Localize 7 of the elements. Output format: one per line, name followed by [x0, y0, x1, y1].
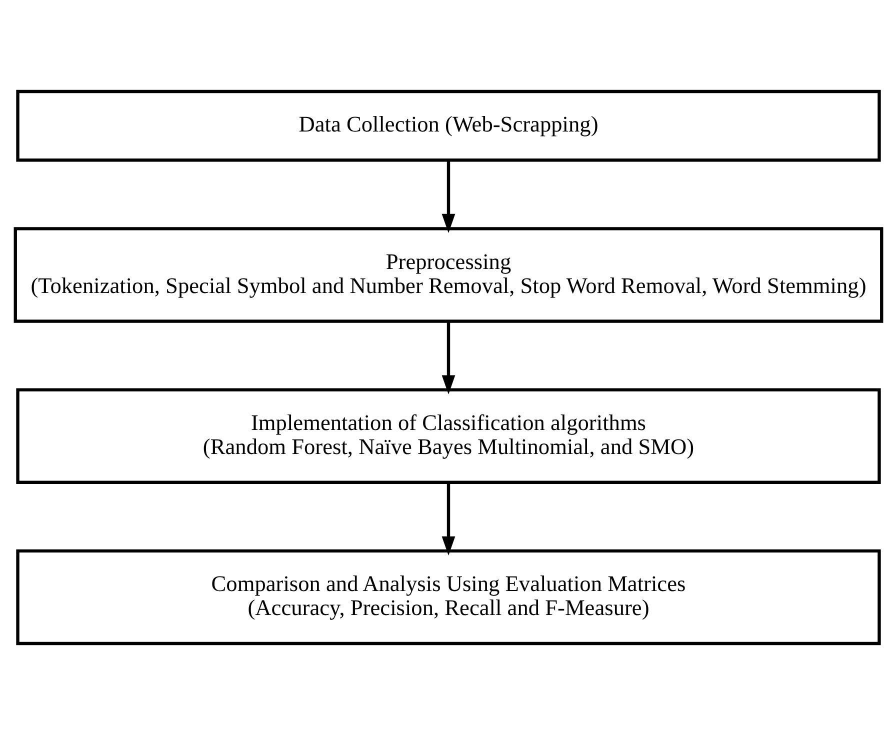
arrow: [441, 160, 455, 233]
arrow: [441, 320, 455, 394]
node-box: Data Collection (Web-Scrapping): [16, 89, 880, 162]
node-box: Preprocessing (Tokenization, Special Symbol and Number Removal, Stop Word Removal, Word Stemming): [13, 226, 883, 322]
node-box: Comparison and Analysis Using Evaluation Matrices (Accuracy, Precision, Recall and F-Measure): [16, 548, 880, 645]
node-box: Implementation of Classification algorithms (Random Forest, Naïve Bayes Multinomial, and SMO): [16, 388, 880, 484]
arrow: [441, 482, 455, 556]
